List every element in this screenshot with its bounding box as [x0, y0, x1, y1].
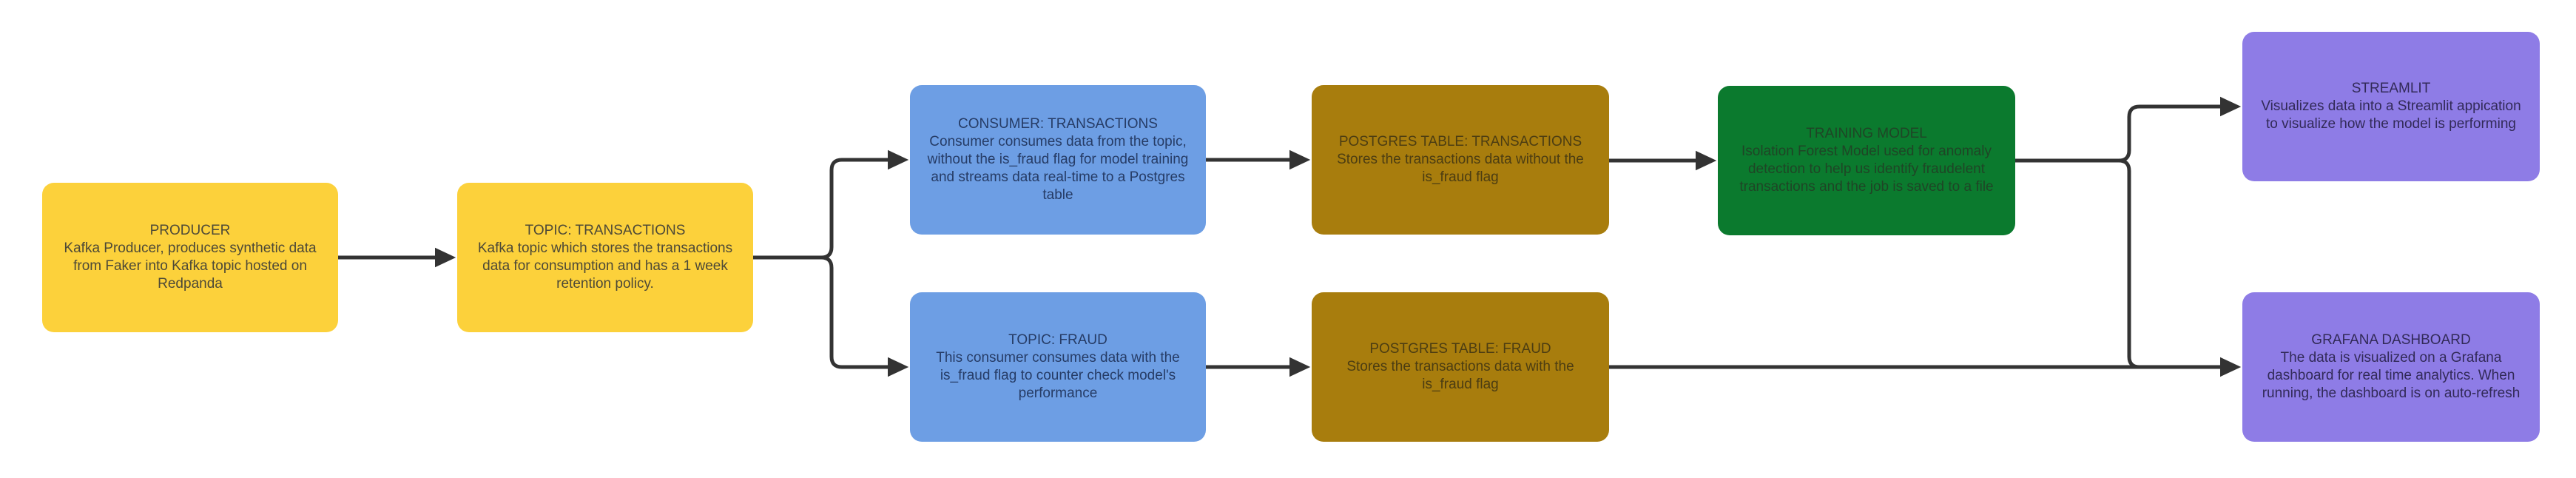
- node-training-model-body: Isolation Forest Model used for anomaly …: [1739, 144, 1996, 195]
- node-training-model: TRAINING MODEL Isolation Forest Model us…: [1718, 86, 2015, 235]
- node-consumer-transactions-title: CONSUMER: TRANSACTIONS: [958, 116, 1158, 132]
- node-postgres-table-fraud-body: Stores the transactions data with the is…: [1346, 359, 1578, 392]
- edge-training-model-to-streamlit: [2015, 96, 2242, 163]
- node-postgres-table-transactions: POSTGRES TABLE: TRANSACTIONS Stores the …: [1312, 85, 1609, 235]
- node-producer: PRODUCER Kafka Producer, produces synthe…: [42, 183, 338, 332]
- node-streamlit: STREAMLIT Visualizes data into a Streaml…: [2242, 32, 2540, 181]
- node-topic-fraud-title: TOPIC: FRAUD: [1008, 332, 1107, 348]
- node-producer-body: Kafka Producer, produces synthetic data …: [64, 240, 320, 292]
- node-streamlit-title: STREAMLIT: [2351, 81, 2431, 96]
- node-consumer-transactions-body: Consumer consumes data from the topic, w…: [927, 134, 1193, 203]
- node-postgres-table-fraud-title: POSTGRES TABLE: FRAUD: [1369, 341, 1551, 357]
- node-postgres-table-transactions-title: POSTGRES TABLE: TRANSACTIONS: [1338, 134, 1582, 149]
- node-topic-fraud: TOPIC: FRAUD This consumer consumes data…: [910, 292, 1206, 442]
- edge-training-model-to-grafana: [2015, 158, 2175, 369]
- node-postgres-table-fraud: POSTGRES TABLE: FRAUD Stores the transac…: [1312, 292, 1609, 442]
- node-grafana-dashboard-title: GRAFANA DASHBOARD: [2311, 332, 2471, 348]
- node-grafana-dashboard-body: The data is visualized on a Grafana dash…: [2262, 350, 2521, 401]
- node-grafana-dashboard: GRAFANA DASHBOARD The data is visualized…: [2242, 292, 2540, 442]
- node-streamlit-body: Visualizes data into a Streamlit appicat…: [2261, 98, 2525, 132]
- edge-topic-transactions-to-topic-fraud: [753, 255, 909, 377]
- node-consumer-transactions: CONSUMER: TRANSACTIONS Consumer consumes…: [910, 85, 1206, 235]
- node-topic-transactions-body: Kafka topic which stores the transaction…: [477, 240, 737, 292]
- node-postgres-table-transactions-body: Stores the transactions data without the…: [1337, 152, 1588, 185]
- node-training-model-title: TRAINING MODEL: [1806, 126, 1927, 141]
- node-topic-transactions: TOPIC: TRANSACTIONS Kafka topic which st…: [457, 183, 753, 332]
- node-producer-title: PRODUCER: [149, 223, 231, 238]
- edge-topic-transactions-to-consumer-transactions: [753, 149, 909, 260]
- node-topic-transactions-title: TOPIC: TRANSACTIONS: [525, 223, 686, 238]
- node-topic-fraud-body: This consumer consumes data with the is_…: [936, 350, 1184, 401]
